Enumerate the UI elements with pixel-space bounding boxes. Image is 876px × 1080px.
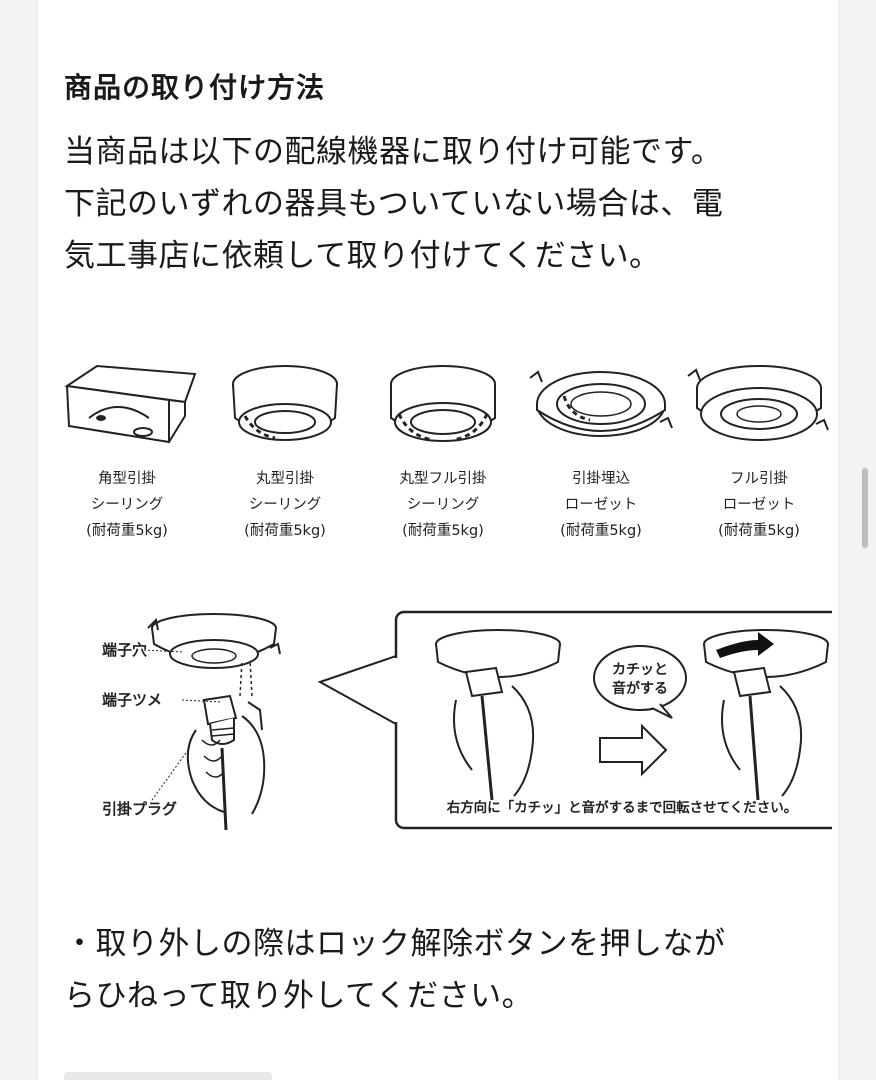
plug-hand-icon: [186, 694, 266, 831]
fixture-square-ceiling: 角型引掛 シーリング (耐荷重5kg): [52, 356, 202, 544]
click-sound-bubble: [593, 645, 687, 711]
fixture-round-full-ceiling: 丸型フル引掛 シーリング (耐荷重5kg): [368, 356, 518, 544]
step-after-icon: [703, 629, 829, 801]
round-full-ceiling-icon: [390, 365, 496, 442]
terminal-hole-label: 端子穴: [102, 641, 147, 659]
removal-note: ・取り外しの際はロック解除ボタンを押しなが らひねって取り外してください。: [64, 918, 824, 1022]
intro-text: 当商品は以下の配線機器に取り付け可能です。 下記のいずれの器具もついていない場合…: [64, 126, 824, 282]
full-rosette-icon: [687, 365, 829, 441]
next-section-bar: [64, 1072, 272, 1080]
click-text-line1: カチッと: [612, 662, 668, 678]
fixture-label-1: 丸型引掛: [256, 471, 314, 487]
intro-line: 気工事店に依頼して取り付けてください。: [64, 238, 661, 274]
fixture-label-3: (耐荷重5kg): [560, 523, 642, 539]
fixture-label-3: (耐荷重5kg): [402, 523, 484, 539]
fixture-round-ceiling: 丸型引掛 シーリング (耐荷重5kg): [210, 356, 360, 544]
fixture-recessed-rosette: 引掛埋込 ローゼット (耐荷重5kg): [526, 356, 676, 544]
fixture-label-1: フル引掛: [730, 471, 788, 487]
fixture-label-3: (耐荷重5kg): [718, 523, 800, 539]
round-ceiling-icon: [232, 365, 338, 441]
removal-line: らひねって取り外してください。: [64, 978, 534, 1014]
section-title: 商品の取り付け方法: [64, 71, 326, 104]
intro-line: 当商品は以下の配線機器に取り付け可能です。: [64, 134, 723, 170]
terminal-tab-label: 端子ツメ: [102, 691, 162, 709]
installation-svg: 端子穴 端子ツメ 引掛プラグ カチッと 音がする: [102, 610, 850, 831]
fixture-label-2: ローゼット: [722, 497, 796, 513]
fixture-label-2: シーリング: [90, 497, 164, 513]
installation-diagram: 端子穴 端子ツメ 引掛プラグ カチッと 音がする: [52, 600, 850, 840]
recessed-rosette-icon: [529, 370, 673, 437]
vertical-scrollbar[interactable]: [862, 468, 868, 548]
fixture-label-3: (耐荷重5kg): [244, 523, 326, 539]
fixture-illustrations: 角型引掛 シーリング (耐荷重5kg) 丸型引掛 シーリング (耐荷重5kg): [52, 356, 832, 556]
fixture-label-1: 角型引掛: [98, 471, 156, 487]
rotate-arrow-icon: [716, 632, 774, 658]
fixture-label-1: 引掛埋込: [572, 471, 630, 487]
fixture-label-2: シーリング: [248, 497, 322, 513]
fixture-label-2: シーリング: [406, 497, 480, 513]
step-before-icon: [435, 629, 561, 801]
fixture-label-2: ローゼット: [564, 497, 638, 513]
click-text-line2: 音がする: [612, 680, 668, 697]
plug-label: 引掛プラグ: [102, 800, 177, 818]
right-arrow-icon: [599, 723, 668, 777]
ceiling-socket-icon: [147, 613, 281, 669]
removal-line: ・取り外しの際はロック解除ボタンを押しなが: [64, 926, 726, 962]
content-card: 商品の取り付け方法 当商品は以下の配線機器に取り付け可能です。 下記のいずれの器…: [38, 0, 850, 1080]
fixture-label-3: (耐荷重5kg): [86, 523, 168, 539]
fixture-label-1: 丸型フル引掛: [399, 471, 487, 487]
intro-line: 下記のいずれの器具もついていない場合は、電: [64, 186, 724, 222]
rotation-instruction: 右方向に「カチッ」と音がするまで回転させてください。: [447, 799, 798, 816]
square-ceiling-icon: [64, 364, 197, 444]
fixture-full-rosette: フル引掛 ローゼット (耐荷重5kg): [684, 356, 834, 544]
